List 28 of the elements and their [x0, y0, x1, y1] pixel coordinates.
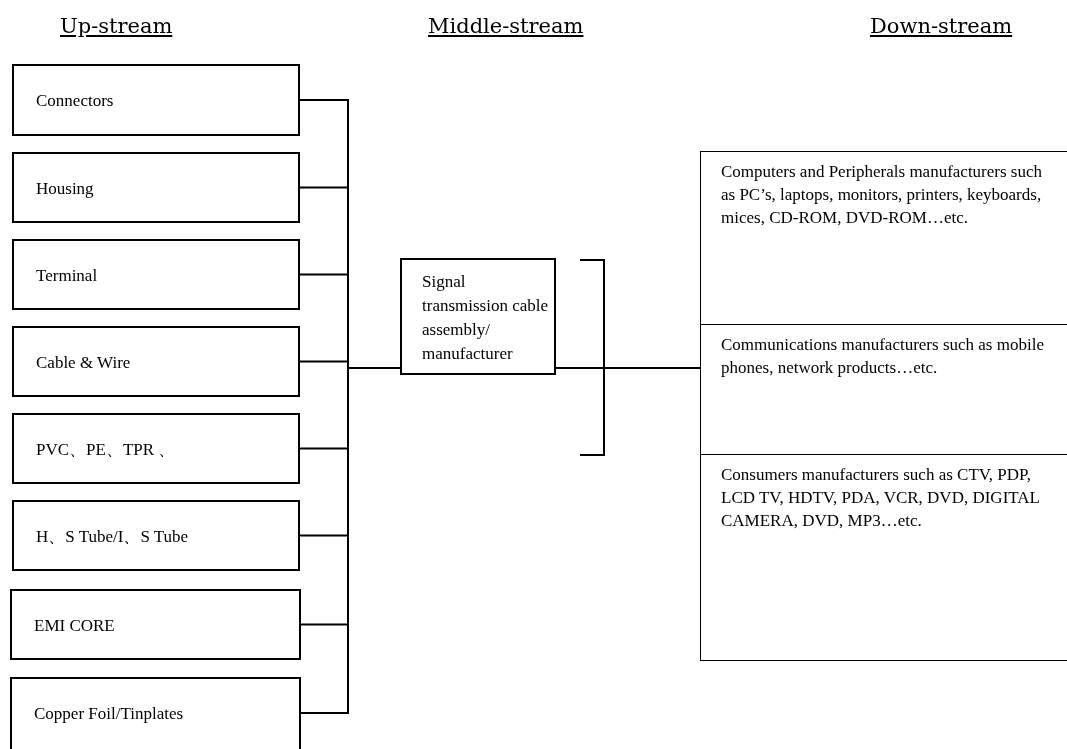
column-heading: Middle-stream [428, 14, 584, 38]
node-text: Copper Foil/Tinplates [34, 703, 185, 725]
process-box [12, 500, 300, 571]
process-box [12, 239, 300, 310]
node-text: Signal transmission cable assembly/ manufacturer [422, 271, 550, 365]
process-box [400, 258, 556, 375]
node-text: Housing [36, 177, 95, 200]
process-box [12, 152, 300, 223]
category-box [700, 455, 1067, 661]
process-box [12, 64, 300, 136]
process-box [10, 677, 301, 749]
category-box [700, 151, 1067, 325]
process-box [12, 413, 300, 484]
node-text: Computers and Peripherals manufacturers such as PC’s, laptops, monitors, printers, keyboards, mices, CD-ROM, DVD-ROM…etc. [721, 161, 1044, 229]
category-box [700, 325, 1067, 455]
node-text: PVC、PE、TPR 、 [36, 438, 177, 461]
process-box [10, 589, 301, 660]
node-text: Communications manufacturers such as mobile phones, network products…etc. [721, 334, 1045, 379]
node-text: Terminal [36, 264, 99, 287]
node-text: Cable & Wire [36, 351, 132, 374]
column-heading: Down-stream [870, 14, 1013, 38]
node-text: Consumers manufacturers such as CTV, PDP, LCD TV, HDTV, PDA, VCR, DVD, DIGITAL CAMERA, DVD, MP3…etc. [721, 464, 1041, 532]
connector-line [555, 367, 701, 369]
process-box [12, 326, 300, 397]
node-text: EMI CORE [34, 614, 116, 637]
column-heading: Up-stream [60, 14, 173, 38]
node-text: H、S Tube/I、S Tube [36, 525, 190, 548]
node-text: Connectors [36, 90, 115, 112]
